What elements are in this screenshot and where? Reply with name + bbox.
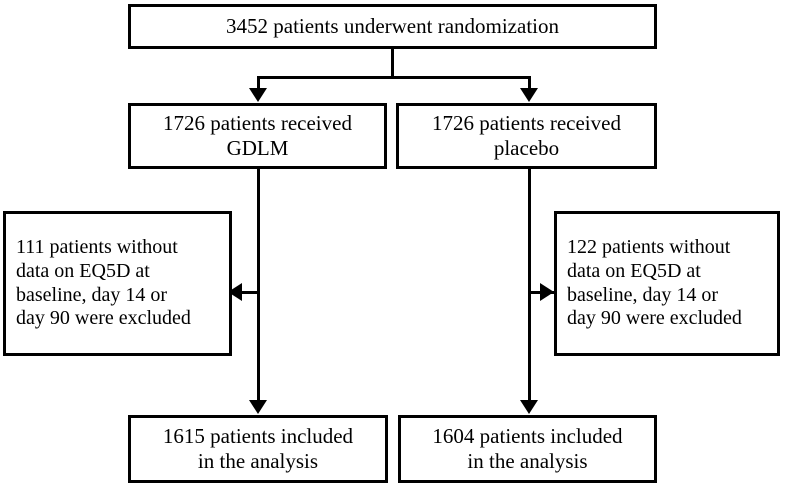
node-enrollment-label: 3452 patients underwent randomization [226, 14, 559, 39]
node-allocation-left-label: 1726 patients received GDLM [163, 111, 352, 160]
node-excluded-right: 122 patients without data on EQ5D at bas… [554, 211, 780, 356]
node-allocation-right-label: 1726 patients received placebo [432, 111, 621, 160]
node-allocation-right: 1726 patients received placebo [396, 103, 657, 169]
connector-right-trunk [528, 169, 531, 404]
connector-split-left-drop [257, 76, 260, 90]
arrowhead-to-analyzed-left [249, 400, 267, 414]
node-analyzed-left-label: 1615 patients included in the analysis [162, 424, 354, 473]
connector-randomization-stem [391, 49, 394, 79]
arrowhead-to-analyzed-right [520, 400, 538, 414]
node-analyzed-right-label: 1604 patients included in the analysis [432, 424, 623, 473]
node-excluded-left: 111 patients without data on EQ5D at bas… [3, 211, 232, 356]
node-allocation-left: 1726 patients received GDLM [128, 103, 387, 169]
connector-left-trunk [257, 169, 260, 404]
node-excluded-left-label: 111 patients without data on EQ5D at bas… [16, 236, 191, 330]
arrowhead-to-allocation-right [520, 88, 538, 102]
node-enrollment: 3452 patients underwent randomization [128, 4, 657, 49]
connector-left-exclusion-branch [232, 291, 258, 294]
node-analyzed-left: 1615 patients included in the analysis [128, 415, 388, 483]
node-excluded-right-label: 122 patients without data on EQ5D at bas… [567, 236, 742, 330]
arrowhead-to-excluded-right [540, 283, 554, 301]
node-analyzed-right: 1604 patients included in the analysis [398, 415, 657, 483]
connector-split-bar [257, 76, 531, 79]
arrowhead-to-allocation-left [249, 88, 267, 102]
connector-split-right-drop [528, 76, 531, 90]
